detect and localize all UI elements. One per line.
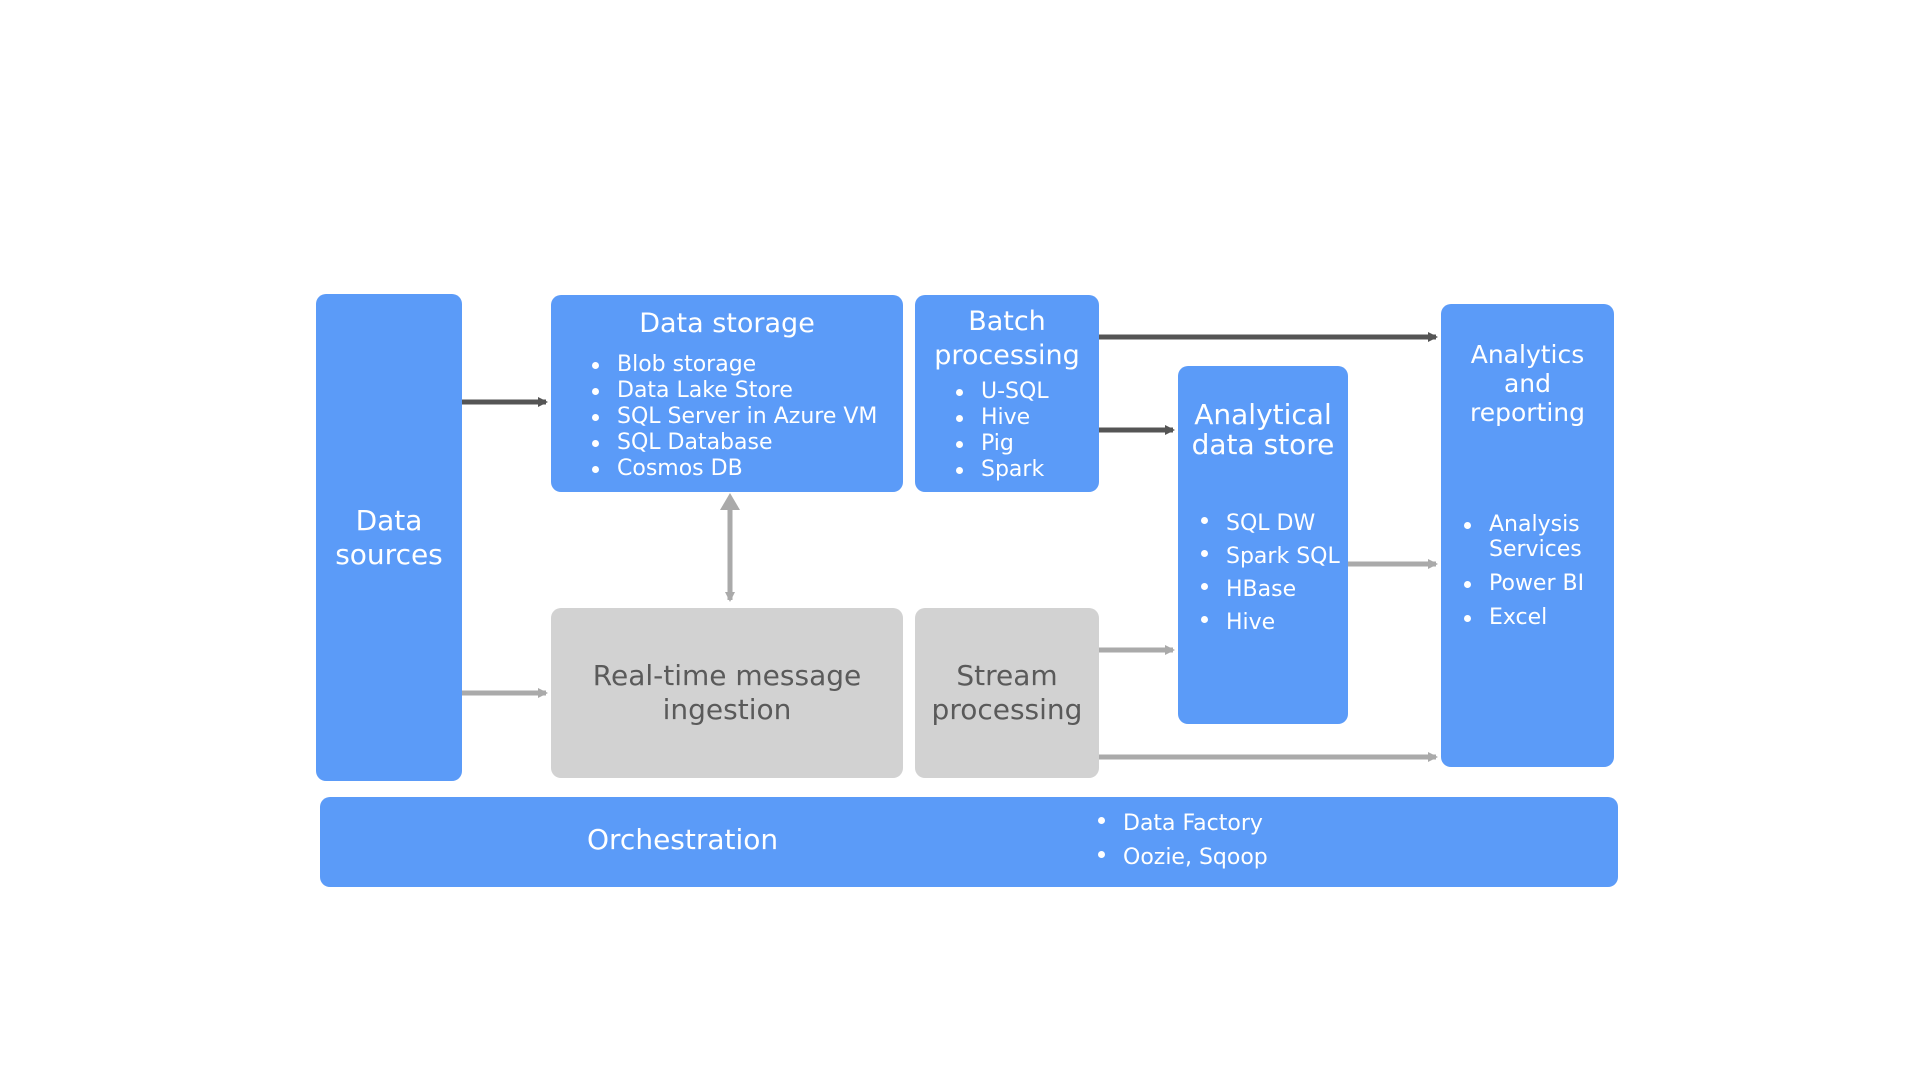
analytical-data-store-title: Analytical data store <box>1191 398 1335 461</box>
list-item: Pig <box>951 431 1049 457</box>
batch-processing-box: Batch processing U-SQL Hive Pig Spark <box>915 295 1099 492</box>
list-item: Cosmos DB <box>587 456 877 482</box>
list-item: Hive <box>951 405 1049 431</box>
list-item: Data Lake Store <box>587 378 877 404</box>
list-item: Data Factory <box>1093 807 1268 841</box>
list-item: SQL Database <box>587 430 877 456</box>
orchestration-list: Data Factory Oozie, Sqoop <box>1093 807 1268 875</box>
data-storage-box: Data storage Blob storage Data Lake Stor… <box>551 295 903 492</box>
stream-processing-box: Stream processing <box>915 608 1099 778</box>
data-storage-list: Blob storage Data Lake Store SQL Server … <box>587 352 877 482</box>
realtime-ingestion-box: Real-time message ingestion <box>551 608 903 778</box>
data-storage-title: Data storage <box>639 308 815 339</box>
orchestration-box: Orchestration Data Factory Oozie, Sqoop <box>320 797 1618 887</box>
data-sources-title: Data sources <box>335 503 443 571</box>
list-item: Analysis Services <box>1459 512 1584 562</box>
analytics-reporting-title: Analytics and reporting <box>1469 340 1585 427</box>
data-sources-box: Data sources <box>316 294 462 781</box>
analytics-reporting-list: Analysis Services Power BI Excel <box>1459 512 1584 639</box>
arrow-storage-ingestion-up-head <box>720 493 740 510</box>
analytics-reporting-box: Analytics and reporting Analysis Service… <box>1441 304 1614 767</box>
batch-processing-list: U-SQL Hive Pig Spark <box>951 379 1049 483</box>
list-item: SQL Server in Azure VM <box>587 404 877 430</box>
analytical-data-store-list: SQL DW Spark SQL HBase Hive <box>1196 507 1340 639</box>
list-item: Oozie, Sqoop <box>1093 841 1268 875</box>
list-item: SQL DW <box>1196 507 1340 540</box>
list-item: Spark <box>951 457 1049 483</box>
list-item: Excel <box>1459 605 1584 630</box>
batch-processing-title: Batch processing <box>934 306 1080 371</box>
list-item: Power BI <box>1459 571 1584 596</box>
list-item: Hive <box>1196 606 1340 639</box>
list-item: Blob storage <box>587 352 877 378</box>
stream-processing-title: Stream processing <box>931 659 1083 726</box>
list-item: Spark SQL <box>1196 540 1340 573</box>
list-item: U-SQL <box>951 379 1049 405</box>
analytical-data-store-box: Analytical data store SQL DW Spark SQL H… <box>1178 366 1348 724</box>
orchestration-title: Orchestration <box>587 823 779 856</box>
realtime-ingestion-title: Real-time message ingestion <box>592 659 862 726</box>
list-item: HBase <box>1196 573 1340 606</box>
